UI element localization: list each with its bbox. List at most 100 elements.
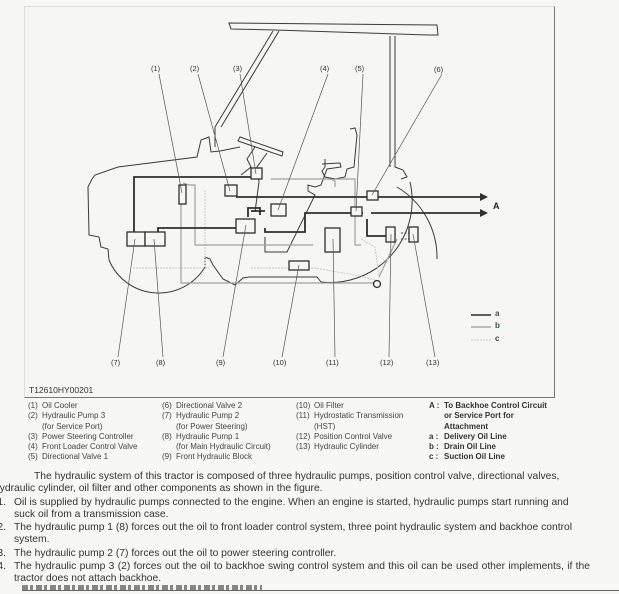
list-text: The hydraulic pump 3 (2) forces out the … <box>14 561 590 585</box>
legend-item-cont: (for Service Port) <box>28 422 137 432</box>
legend-text: or Service Port for <box>444 411 514 421</box>
list-number: 3. <box>0 547 6 559</box>
hydraulic-pump-3-box <box>224 184 238 197</box>
legend-text: To Backhoe Control Circuit <box>444 401 547 410</box>
callout-1: (1) <box>151 64 161 73</box>
parts-legend-col-1: (1) Oil Cooler (2)Hydraulic Pump 3 (for S… <box>28 401 137 463</box>
legend-text: Position Control Valve <box>314 431 393 441</box>
legend-item-cont: Attachment <box>429 422 547 432</box>
legend-text: (for Service Port) <box>42 421 103 431</box>
canopy-post-rear <box>389 36 408 180</box>
legend-item-cont: (for Power Steering) <box>162 422 271 432</box>
legend-text: Hydraulic Pump 3 <box>42 411 106 421</box>
legend-text: (for Main Hydraulic Circuit) <box>176 442 271 452</box>
callout-12: (12) <box>380 358 394 367</box>
strainer-circle <box>372 279 382 289</box>
legend-text: Hydraulic Cylinder <box>314 442 379 452</box>
legend-item: b : Drain Oil Line <box>429 442 547 452</box>
legend-text: (HST) <box>314 421 336 431</box>
numbered-list: 1. Oil is supplied by hydraulic pumps con… <box>0 497 590 586</box>
list-text: The hydraulic pump 1 (8) forces out the … <box>14 522 573 546</box>
legend-item: (4) Front Loader Control Valve <box>28 442 137 452</box>
hydraulic-cylinder-box <box>408 226 419 243</box>
legend-num: (6) <box>162 401 172 410</box>
symbol-legend: A : To Backhoe Control Circuit or Service… <box>429 401 547 463</box>
description-text: The hydraulic system of this tractor is … <box>0 471 590 587</box>
legend-text: Directional Valve 2 <box>176 401 243 410</box>
arrow-label-a: A <box>493 201 500 211</box>
legend-symbol: c : <box>429 452 439 462</box>
legend-text: Oil Filter <box>314 401 344 410</box>
list-item: 3. The hydraulic pump 2 (7) forces out th… <box>0 548 590 560</box>
legend-item: (10)Oil Filter <box>296 401 403 411</box>
seat <box>321 127 358 180</box>
legend-symbol: b : <box>429 442 439 452</box>
steering-wheel <box>237 136 284 157</box>
legend-num: (10) <box>296 401 311 410</box>
legend-num: (11) <box>296 411 310 421</box>
legend-symbol: A : <box>429 401 440 410</box>
leader-lines <box>117 73 443 358</box>
parts-legend-col-3: (10)Oil Filter (11) Hydrostatic Transmiss… <box>296 401 403 452</box>
legend-text: Delivery Oil Line <box>444 431 507 441</box>
list-text: The hydraulic pump 2 (7) forces out the … <box>14 547 337 559</box>
canopy-roof <box>228 22 439 36</box>
legend-text: Drain Oil Line <box>444 442 497 452</box>
canopy-post-front <box>214 30 274 147</box>
page-footer-rule <box>22 590 619 591</box>
legend-num: (9) <box>162 452 172 462</box>
legend-num: (1) <box>28 401 38 410</box>
list-item: 2. The hydraulic pump 1 (8) forces out th… <box>0 522 590 547</box>
legend-text: Hydrostatic Transmission <box>314 411 404 421</box>
legend-num: (13) <box>296 442 311 452</box>
legend-item: (1) Oil Cooler <box>28 401 137 411</box>
legend-item: (11) Hydrostatic Transmission <box>296 411 403 421</box>
line-legend-key-a: a <box>495 309 500 318</box>
legend-text: Front Loader Control Valve <box>42 442 138 452</box>
arrow-to-a-lower <box>480 209 488 217</box>
callout-10: (10) <box>273 358 287 367</box>
legend-item: (5)Directional Valve 1 <box>28 452 137 462</box>
power-steering-controller-box <box>250 167 263 180</box>
arrow-to-a-upper <box>480 193 488 201</box>
arrow-heads <box>480 193 488 217</box>
callout-11: (11) <box>326 358 339 367</box>
callout-9: (9) <box>216 358 226 367</box>
figure-id: T12610HY00201 <box>29 385 94 395</box>
list-number: 2. <box>0 522 6 534</box>
legend-item-cont: or Service Port for <box>429 411 547 421</box>
list-item: 4.The hydraulic pump 3 (2) forces out th… <box>0 561 590 586</box>
legend-item-cont: (for Main Hydraulic Circuit) <box>162 442 271 452</box>
tractor-outline <box>87 22 439 294</box>
legend-item: (2)Hydraulic Pump 3 <box>28 411 137 421</box>
list-text: Oil is supplied by hydraulic pumps conne… <box>14 496 569 520</box>
hood <box>91 136 241 180</box>
legend-num: (12) <box>296 431 311 441</box>
directional-valve-1-box <box>350 206 363 217</box>
legend-text: Oil Cooler <box>42 401 78 410</box>
legend-item: (13)Hydraulic Cylinder <box>296 442 403 452</box>
legend-num: (7) <box>162 411 172 421</box>
legend-num: (8) <box>162 431 172 441</box>
parts-legend-col-2: (6) Directional Valve 2 (7) Hydraulic Pump… <box>162 401 271 463</box>
hydraulic-pump-1-box <box>144 231 166 247</box>
legend-text: Hydraulic Pump 2 <box>176 411 240 421</box>
legend-text: Directional Valve 1 <box>42 452 109 462</box>
line-legend-key-b: b <box>495 321 500 330</box>
hydraulic-pump-2-box <box>126 231 146 247</box>
callout-2: (2) <box>190 64 200 73</box>
legend-text: Suction Oil Line <box>444 452 505 462</box>
legend-num: (3) <box>28 431 38 441</box>
legend-text: Hydraulic Pump 1 <box>176 431 240 441</box>
hydraulic-diagram-figure: (1) (2) (3) (4) (5) (6) (7) (8) (9) (10)… <box>24 6 555 398</box>
callout-3: (3) <box>233 64 243 73</box>
legend-num: (4) <box>28 442 38 452</box>
front-loader-control-valve-box <box>270 203 287 217</box>
list-number: 1. <box>0 496 6 508</box>
delivery-oil-lines <box>133 176 480 240</box>
legend-item: (7) Hydraulic Pump 2 <box>162 411 271 421</box>
legend-item: a :Delivery Oil Line <box>429 432 547 442</box>
legend-item: A : To Backhoe Control Circuit <box>429 401 547 411</box>
suction-oil-lines <box>133 190 380 281</box>
legend-text: Front Hydraulic Block <box>176 452 253 462</box>
